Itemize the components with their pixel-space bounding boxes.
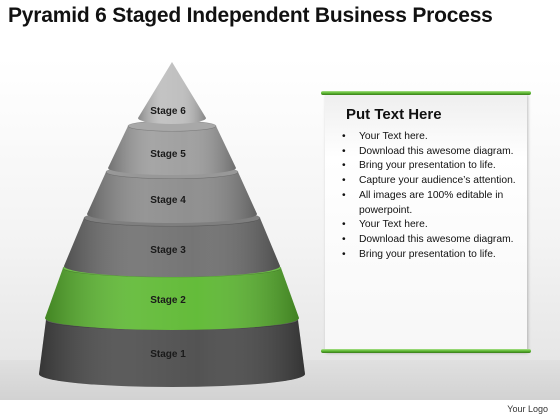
layer-shading [39, 320, 305, 387]
bullet-icon: • [342, 131, 346, 142]
list-item-text: Capture your audience’s attention. [359, 175, 516, 187]
layer-shading [64, 218, 280, 277]
bullet-icon: • [342, 219, 346, 231]
bullet-icon: • [342, 248, 346, 260]
list-item-text: Download this awesome diagram. [359, 233, 514, 245]
list-item-text: Download this awesome diagram. [359, 145, 514, 157]
pyramid-layer-5: Stage 5 [108, 120, 236, 175]
bullet-icon: • [342, 175, 346, 187]
stage-label: Stage 1 [150, 349, 186, 360]
text-panel: Put Text Here • Your Text here. • Download… [321, 91, 531, 353]
panel-bullet-list: • Your Text here. • Download this awesome … [339, 130, 519, 262]
list-item-text: Your Text here. [359, 131, 428, 142]
layer-shading [45, 268, 299, 330]
list-item-text: Your Text here. [359, 219, 428, 231]
stage-label: Stage 3 [150, 245, 186, 256]
list-item: • Capture your audience’s attention. [339, 174, 519, 189]
layer-shading [108, 126, 236, 175]
panel-top-rod [321, 91, 531, 95]
list-item-text: Bring your presentation to life. [359, 248, 496, 260]
panel-heading: Put Text Here [346, 106, 442, 123]
list-item-text: Bring your presentation to life. [359, 160, 496, 172]
list-item: • Your Text here. [339, 218, 519, 233]
list-item: • Download this awesome diagram. [339, 233, 519, 248]
pyramid-layer-3: Stage 3 [64, 209, 280, 277]
list-item: • Download this awesome diagram. [339, 145, 519, 160]
list-item: • Bring your presentation to life. [339, 248, 519, 263]
logo-text: Your Logo [507, 404, 548, 414]
bullet-icon: • [342, 145, 346, 157]
list-item-text: All images are 100% editable in powerpoi… [359, 189, 504, 216]
layer-shading [138, 62, 206, 124]
panel-bottom-rod [321, 349, 531, 353]
layer-shading [87, 172, 257, 223]
stage-label: Stage 6 [150, 106, 186, 117]
stage-label: Stage 2 [150, 295, 186, 306]
layer-top-highlight [128, 120, 216, 132]
pyramid-layer-6: Stage 6 [138, 62, 206, 124]
bullet-icon: • [342, 233, 346, 245]
list-item: • All images are 100% editable in powerpo… [339, 189, 519, 218]
stage-label: Stage 5 [150, 149, 186, 160]
list-item: • Your Text here. [339, 130, 519, 145]
slide-title: Pyramid 6 Staged Independent Business Pr… [8, 4, 493, 27]
bullet-icon: • [342, 189, 346, 201]
bullet-icon: • [342, 160, 346, 172]
list-item: • Bring your presentation to life. [339, 159, 519, 174]
stage-label: Stage 4 [150, 195, 186, 206]
